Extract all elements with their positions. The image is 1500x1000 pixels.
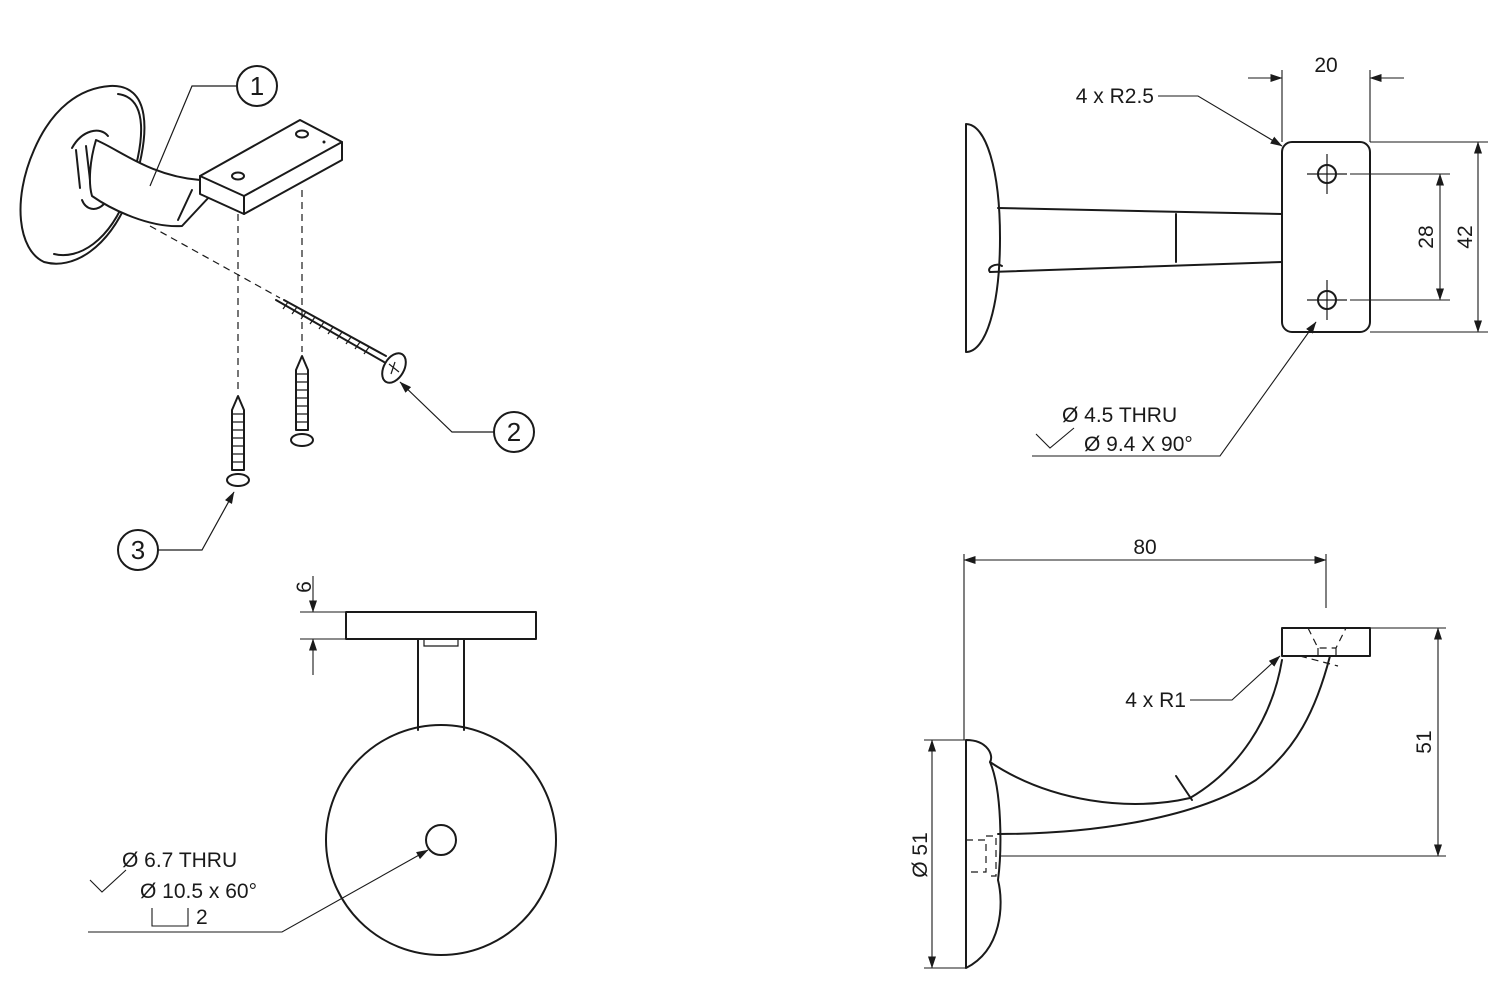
side-diameter-dim: Ø 51: [909, 832, 932, 878]
bracket-arm: [88, 139, 211, 228]
wall-rosette: [19, 84, 146, 265]
mounting-plate-iso: [199, 119, 343, 215]
top-hole-callout-1: Ø 4.5 THRU: [1062, 404, 1177, 427]
balloon-2: [493, 411, 535, 453]
top-radius-callout: 4 x R2.5: [1076, 85, 1154, 108]
isometric-view: 1 2 3: [19, 65, 535, 571]
rosette-edge-side: [965, 739, 1002, 969]
rosette-edge-top: [965, 123, 1001, 353]
base-disc: [325, 724, 557, 956]
front-hole-callout-3: 2: [196, 906, 208, 929]
screw-3: [226, 395, 250, 487]
side-radius-callout: 4 x R1: [1125, 689, 1186, 712]
balloon-3-label: 3: [131, 535, 145, 565]
top-height-dim: 42: [1454, 225, 1477, 248]
plate-top: [1281, 141, 1371, 333]
top-view: 20 4 x R2.5 28 42 Ø 4.5 THRU Ø 9.4 X 90°: [965, 54, 1488, 457]
balloon-1: [236, 65, 278, 107]
side-length-dim: 80: [1133, 536, 1156, 559]
balloon-3: [117, 529, 159, 571]
front-hole-callout-1: Ø 6.7 THRU: [122, 849, 237, 872]
base-hole: [425, 824, 457, 856]
screw-3-second: [290, 355, 314, 447]
top-hole-spacing-dim: 28: [1415, 225, 1438, 248]
plate-front: [345, 611, 537, 640]
balloon-1-label: 1: [250, 71, 264, 101]
side-view: 80 51 4 x R1 Ø 51: [909, 536, 1446, 969]
front-thickness-dim: 6: [293, 581, 316, 593]
front-view: 6 Ø 6.7 THRU Ø 10.5 x 60° 2: [88, 576, 557, 956]
plate-side: [1281, 627, 1371, 657]
arm-upper-curve: [989, 659, 1283, 805]
top-hole-callout-2: Ø 9.4 X 90°: [1084, 433, 1193, 456]
screw-2: [275, 299, 407, 384]
front-hole-callout-2: Ø 10.5 x 60°: [140, 880, 257, 903]
side-height-dim: 51: [1413, 730, 1436, 753]
top-width-dim: 20: [1314, 54, 1337, 77]
arm-lower-curve: [997, 655, 1331, 835]
balloon-2-label: 2: [507, 417, 521, 447]
